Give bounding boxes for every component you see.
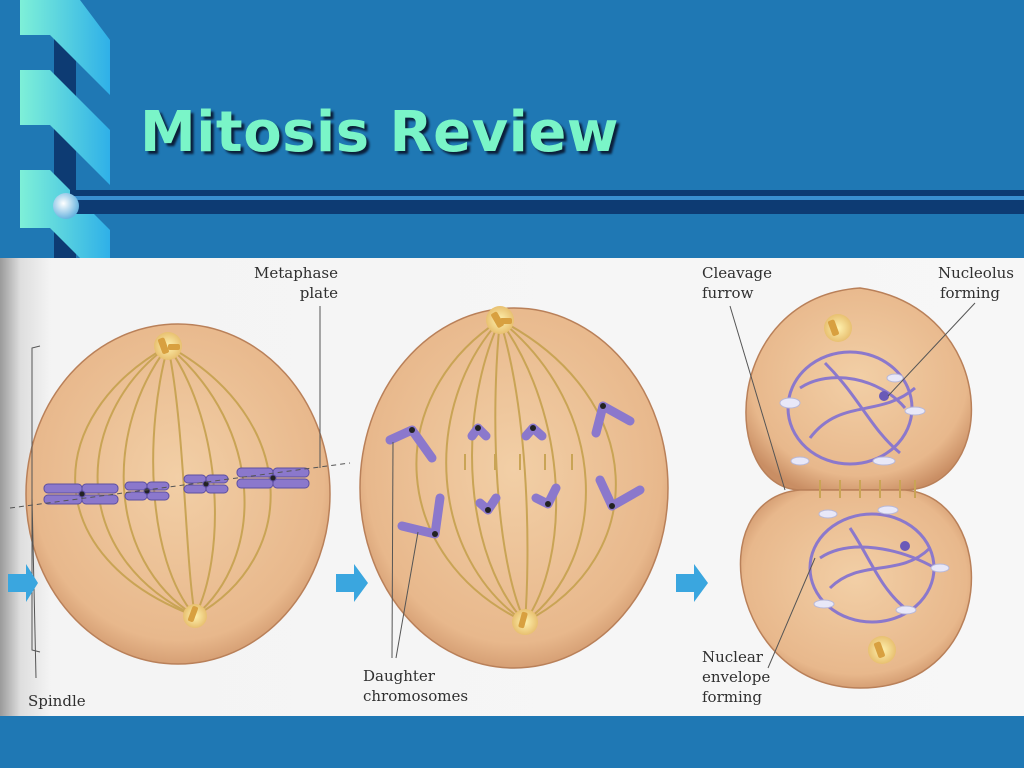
telophase-centrosome-top	[824, 314, 852, 342]
label-daughter-chromosomes-line1: Daughter	[363, 667, 436, 685]
metaphase-plate-line	[9, 462, 351, 509]
telophase-pointers	[729, 302, 976, 669]
label-metaphase-plate-line1: Metaphase	[254, 264, 338, 282]
anaphase-cell	[359, 306, 669, 669]
mitosis-diagram: Metaphase plate Spindle Daughter chromos…	[0, 258, 1024, 716]
anaphase-spindle-fibers	[415, 319, 617, 623]
anaphase-daughter-chromosomes	[385, 401, 645, 539]
slide-title: Mitosis Review	[140, 100, 620, 165]
bottom-band	[0, 716, 1024, 768]
label-nucleolus-forming-line1: Nucleolus	[938, 264, 1014, 282]
label-spindle: Spindle	[28, 692, 86, 710]
arrow-right-icon	[676, 564, 708, 602]
arrow-right-icon	[8, 564, 38, 602]
label-cleavage-furrow-line2: furrow	[702, 284, 754, 302]
telophase-centrosome-bottom	[868, 636, 896, 664]
label-nuclear-envelope-line2: envelope	[702, 668, 770, 686]
label-metaphase-plate-line2: plate	[300, 284, 338, 302]
arrow-right-icon	[336, 564, 368, 602]
telophase-cells	[729, 287, 976, 689]
label-nucleolus-forming-line2: forming	[940, 284, 1000, 302]
label-cleavage-furrow-line1: Cleavage	[702, 264, 772, 282]
nucleolus-spots	[879, 391, 910, 551]
label-nuclear-envelope-line1: Nuclear	[702, 648, 764, 666]
stage-arrows	[8, 564, 708, 602]
anaphase-centrosome-bottom	[512, 609, 538, 635]
daughter-chromosomes-pointer	[391, 441, 419, 659]
anaphase-midzone	[464, 454, 573, 470]
title-divider	[53, 190, 1024, 219]
anaphase-centrosome-top	[486, 306, 514, 334]
telophase-chromatin-bottom	[808, 512, 936, 624]
metaphase-cell	[9, 306, 351, 665]
metaphase-centrosome-bottom	[183, 604, 207, 628]
label-daughter-chromosomes-line2: chromosomes	[363, 687, 468, 705]
label-nuclear-envelope-line3: forming	[702, 688, 762, 706]
metaphase-centrosome-top	[154, 332, 182, 360]
nuclear-envelope-fragments	[779, 373, 950, 615]
cleavage-midbody	[819, 480, 916, 498]
anaphase-centromeres	[409, 403, 615, 537]
diagram-labels: Metaphase plate Spindle Daughter chromos…	[28, 264, 1014, 710]
